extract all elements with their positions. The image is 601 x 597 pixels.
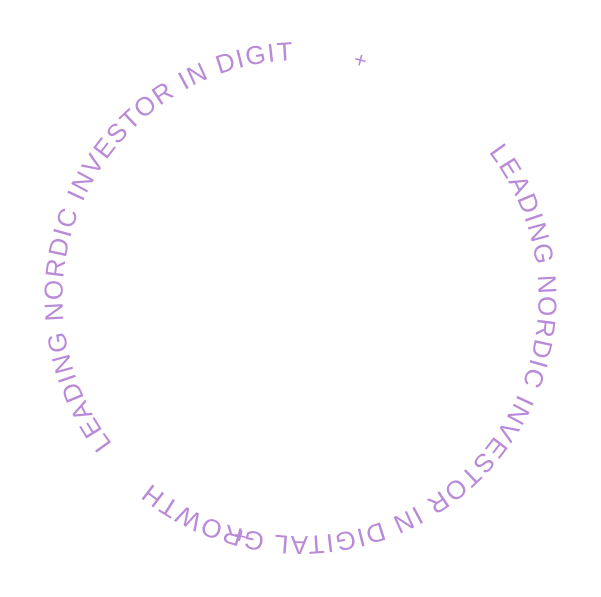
separator-plus-1: +: [351, 46, 370, 73]
separator-plus-2-path: +: [231, 522, 250, 549]
separator-plus-1-path: +: [351, 46, 370, 73]
ring-text-segment-1-path: LEADING NORDIC INVESTOR IN DIGITAL GROWT…: [135, 138, 561, 560]
ring-text-segment-1: LEADING NORDIC INVESTOR IN DIGITAL GROWT…: [135, 138, 563, 560]
ring-text-segment-2-path: LEADING NORDIC INVESTOR IN DIGITAL GROWT…: [0, 0, 292, 458]
ring-text-segment-2: LEADING NORDIC INVESTOR IN DIGITAL GROWT…: [0, 0, 294, 458]
separator-plus-2: +: [231, 522, 250, 549]
